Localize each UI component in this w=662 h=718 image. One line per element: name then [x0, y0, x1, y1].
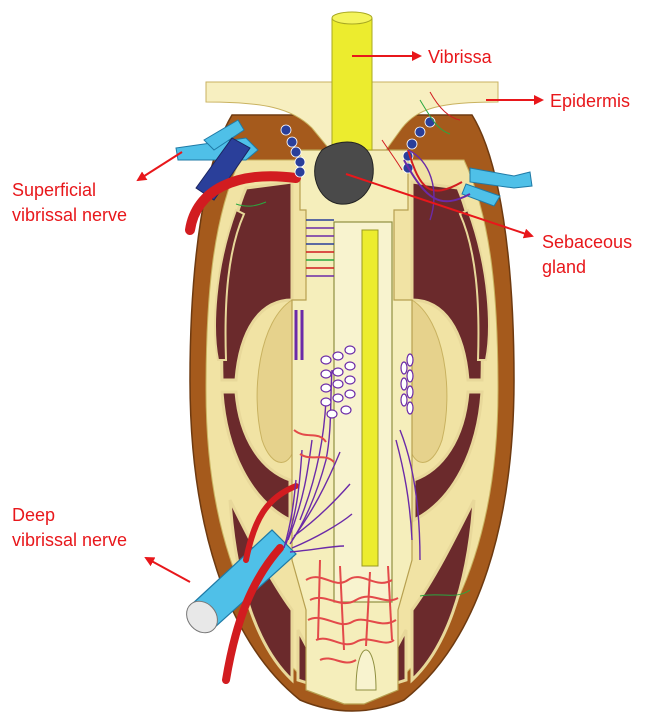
- label-vibrissa: Vibrissa: [428, 47, 493, 67]
- label-deep-line2: vibrissal nerve: [12, 530, 127, 550]
- label-sebaceous-line2: gland: [542, 257, 586, 277]
- sebaceous-gland: [315, 142, 374, 204]
- vibrissa-external: [332, 18, 372, 150]
- deep-nerve-arrow: [146, 558, 190, 582]
- vibrissa-hair-shaft: [362, 230, 378, 566]
- superficial-nerve-arrow: [138, 152, 182, 180]
- label-epidermis: Epidermis: [550, 91, 630, 111]
- vibrissa-top: [332, 12, 372, 24]
- label-superficial-line1: Superficial: [12, 180, 96, 200]
- label-superficial-line2: vibrissal nerve: [12, 205, 127, 225]
- label-deep-line1: Deep: [12, 505, 55, 525]
- label-sebaceous-line1: Sebaceous: [542, 232, 632, 252]
